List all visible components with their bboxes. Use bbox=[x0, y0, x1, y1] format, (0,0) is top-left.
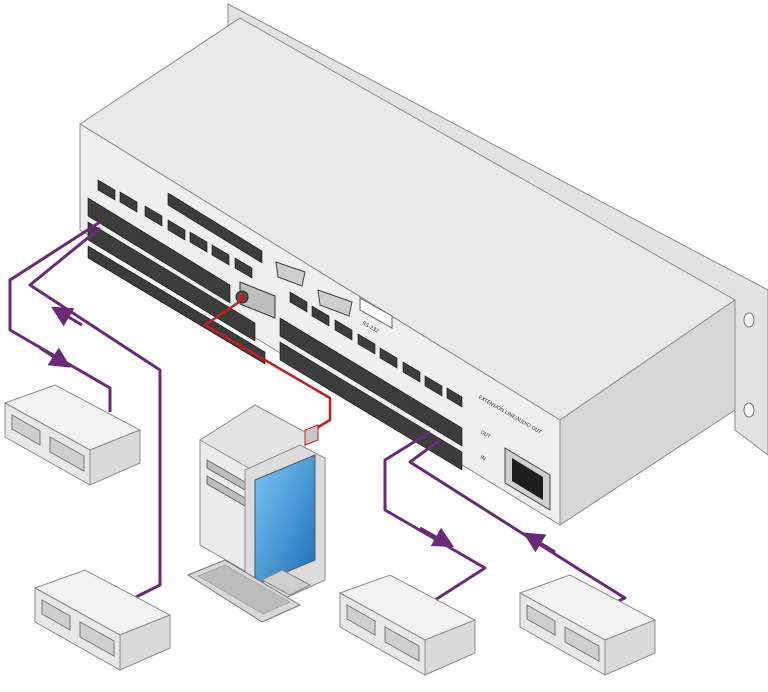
terminal-block bbox=[167, 192, 263, 264]
rs232-plug bbox=[235, 281, 276, 319]
in-label: IN bbox=[479, 455, 487, 463]
terminal-block bbox=[424, 375, 443, 397]
terminal-block bbox=[289, 291, 308, 313]
flow-arrow bbox=[419, 526, 455, 548]
terminal-block bbox=[379, 347, 398, 369]
rs232-cable bbox=[203, 298, 332, 437]
computer bbox=[186, 404, 326, 623]
rack-ear-hole-bottom bbox=[743, 402, 755, 418]
terminal-block-group-lower-right bbox=[279, 291, 463, 471]
dip-switch bbox=[359, 297, 393, 329]
pc-serial-connector bbox=[304, 424, 319, 446]
flow-arrow bbox=[39, 346, 71, 368]
terminal-block bbox=[189, 231, 208, 253]
db9-port bbox=[317, 289, 353, 317]
flow-arrow bbox=[50, 306, 83, 327]
cables bbox=[8, 220, 627, 607]
terminal-block bbox=[211, 244, 230, 266]
power-inlet bbox=[504, 447, 551, 511]
audio-cable-from-bottom-right-unit bbox=[408, 438, 627, 607]
terminal-strip bbox=[279, 341, 463, 471]
terminal-strip bbox=[87, 221, 256, 342]
terminal-block bbox=[334, 319, 353, 341]
rack-ear-hole-top bbox=[743, 312, 755, 328]
audio-unit-bottom-middle bbox=[338, 574, 477, 676]
terminal-block bbox=[167, 219, 186, 241]
db9-port-group: RS-232 bbox=[275, 261, 393, 335]
monitor-screen bbox=[254, 454, 316, 586]
terminal-block bbox=[234, 257, 253, 279]
terminal-strip bbox=[279, 317, 463, 447]
flow-arrow bbox=[523, 532, 556, 554]
terminal-block bbox=[144, 205, 163, 227]
terminal-block bbox=[357, 333, 376, 355]
audio-cable-from-bottom-left-unit bbox=[28, 226, 162, 602]
terminal-strip bbox=[87, 197, 231, 304]
terminal-block bbox=[446, 387, 463, 408]
db9-port bbox=[275, 261, 306, 287]
terminal-block bbox=[311, 305, 330, 327]
audio-cable-to-bottom-middle-unit bbox=[383, 430, 487, 602]
audio-unit-top-left bbox=[3, 384, 142, 486]
out-label: OUT bbox=[479, 430, 492, 441]
audio-cable-to-top-left-unit bbox=[8, 220, 112, 412]
matrix-switcher: RS-232 EXTENSION LINE/AUDIO OUT OUT IN bbox=[79, 3, 768, 526]
terminal-block bbox=[97, 179, 116, 201]
monitor-stand bbox=[260, 569, 312, 596]
terminal-block-group-upper-left bbox=[87, 179, 266, 365]
audio-unit-bottom-left bbox=[33, 569, 172, 671]
audio-unit-bottom-right bbox=[518, 574, 657, 676]
terminal-block bbox=[402, 361, 421, 383]
terminal-block bbox=[119, 191, 138, 213]
